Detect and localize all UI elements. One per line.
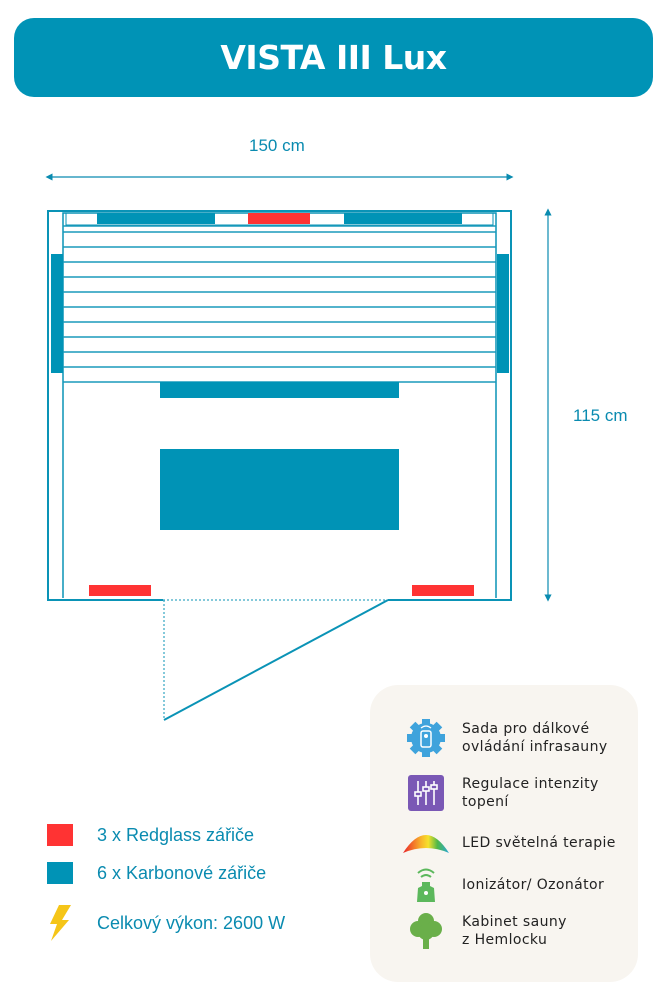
carbon-heater bbox=[497, 254, 509, 373]
feature-icon-slot bbox=[402, 823, 450, 863]
feature-label-line2: z Hemlocku bbox=[462, 932, 548, 948]
title-banner: VISTA III Lux bbox=[14, 18, 653, 97]
legend-redglass: 3 x Redglass zářiče bbox=[47, 824, 254, 846]
feature-hemlock: Kabinet sauny z Hemlocku bbox=[406, 911, 567, 951]
inner-wall bbox=[62, 212, 497, 598]
teal-square-icon bbox=[47, 862, 73, 884]
feature-led: LED světelná terapie bbox=[403, 823, 616, 863]
outer-wall bbox=[47, 210, 512, 601]
width-label: 150 cm bbox=[249, 136, 305, 155]
door bbox=[163, 599, 389, 721]
feature-icon-slot bbox=[406, 773, 446, 813]
ionizer-icon bbox=[417, 868, 435, 902]
legend-power: Celkový výkon: 2600 W bbox=[47, 905, 285, 941]
feature-ionizer: Ionizátor/ Ozonátor bbox=[406, 865, 604, 905]
carbon-heater bbox=[344, 213, 462, 224]
red-square-icon bbox=[47, 824, 73, 846]
legend-label: Celkový výkon: 2600 W bbox=[97, 912, 286, 933]
feature-icon-slot bbox=[406, 718, 446, 758]
feature-label-line1: Ionizátor/ Ozonátor bbox=[462, 877, 605, 893]
rainbow-icon bbox=[403, 835, 449, 853]
feature-intensity: Regulace intenzity topení bbox=[406, 773, 599, 813]
feature-icon-slot bbox=[406, 911, 446, 951]
legend-label: 3 x Redglass zářiče bbox=[97, 824, 255, 845]
bench-slats bbox=[63, 225, 496, 383]
page-title: VISTA III Lux bbox=[220, 38, 447, 77]
feature-label-line2: ovládání infrasauny bbox=[462, 739, 608, 755]
feature-remote: Sada pro dálkové ovládání infrasauny bbox=[406, 718, 608, 758]
depth-label: 115 cm bbox=[573, 406, 628, 425]
feature-label-line1: Regulace intenzity bbox=[462, 776, 599, 792]
sliders-icon bbox=[408, 775, 444, 811]
redglass-heater bbox=[412, 585, 474, 596]
remote-gear-icon bbox=[407, 719, 445, 757]
feature-text: Ionizátor/ Ozonátor bbox=[462, 876, 604, 894]
feature-text: Regulace intenzity topení bbox=[462, 775, 599, 811]
feature-label-line2: topení bbox=[462, 794, 509, 810]
legend-label: 6 x Karbonové zářiče bbox=[97, 862, 267, 883]
carbon-heater bbox=[160, 382, 399, 398]
carbon-heater bbox=[51, 254, 63, 373]
features-panel: Sada pro dálkové ovládání infrasauny Regu… bbox=[370, 685, 638, 982]
carbon-heater bbox=[97, 213, 215, 224]
redglass-heater bbox=[89, 585, 151, 596]
feature-text: Sada pro dálkové ovládání infrasauny bbox=[462, 720, 608, 756]
lightning-icon bbox=[50, 905, 71, 941]
feature-label-line1: LED světelná terapie bbox=[462, 835, 616, 851]
tree-icon bbox=[410, 913, 442, 949]
carbon-heater bbox=[160, 449, 399, 530]
feature-icon-slot bbox=[406, 865, 446, 905]
feature-text: Kabinet sauny z Hemlocku bbox=[462, 913, 567, 949]
feature-label-line1: Kabinet sauny bbox=[462, 914, 567, 930]
redglass-heater bbox=[248, 213, 310, 224]
feature-text: LED světelná terapie bbox=[462, 834, 616, 852]
feature-label-line1: Sada pro dálkové bbox=[462, 721, 590, 737]
legend-carbon: 6 x Karbonové zářiče bbox=[47, 862, 266, 884]
